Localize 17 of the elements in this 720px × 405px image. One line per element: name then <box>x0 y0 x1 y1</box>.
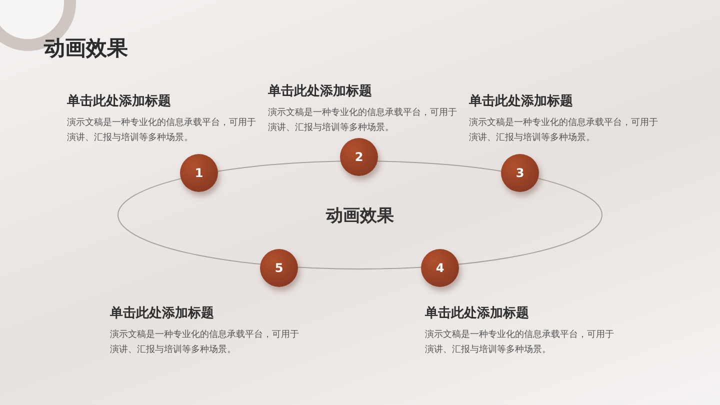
item-heading: 单击此处添加标题 <box>268 83 373 100</box>
number-circle: 3 <box>501 154 539 192</box>
item-heading: 单击此处添加标题 <box>110 305 215 322</box>
item-heading: 单击此处添加标题 <box>469 93 574 110</box>
number-circle: 2 <box>340 138 378 176</box>
item-description: 演示文稿是一种专业化的信息承载平台，可用于演讲、汇报与培训等多种场景。 <box>110 328 300 357</box>
item-description: 演示文稿是一种专业化的信息承载平台，可用于演讲、汇报与培训等多种场景。 <box>268 106 458 135</box>
center-title: 动画效果 <box>326 204 394 226</box>
item-heading: 单击此处添加标题 <box>67 93 172 110</box>
item-description: 演示文稿是一种专业化的信息承载平台，可用于演讲、汇报与培训等多种场景。 <box>67 116 257 145</box>
number-circle: 4 <box>421 249 459 287</box>
number-circle: 5 <box>260 249 298 287</box>
item-description: 演示文稿是一种专业化的信息承载平台，可用于演讲、汇报与培训等多种场景。 <box>469 116 659 145</box>
slide-title: 动画效果 <box>44 35 128 62</box>
number-circle: 1 <box>180 154 218 192</box>
item-description: 演示文稿是一种专业化的信息承载平台，可用于演讲、汇报与培训等多种场景。 <box>425 328 615 357</box>
item-heading: 单击此处添加标题 <box>425 305 530 322</box>
